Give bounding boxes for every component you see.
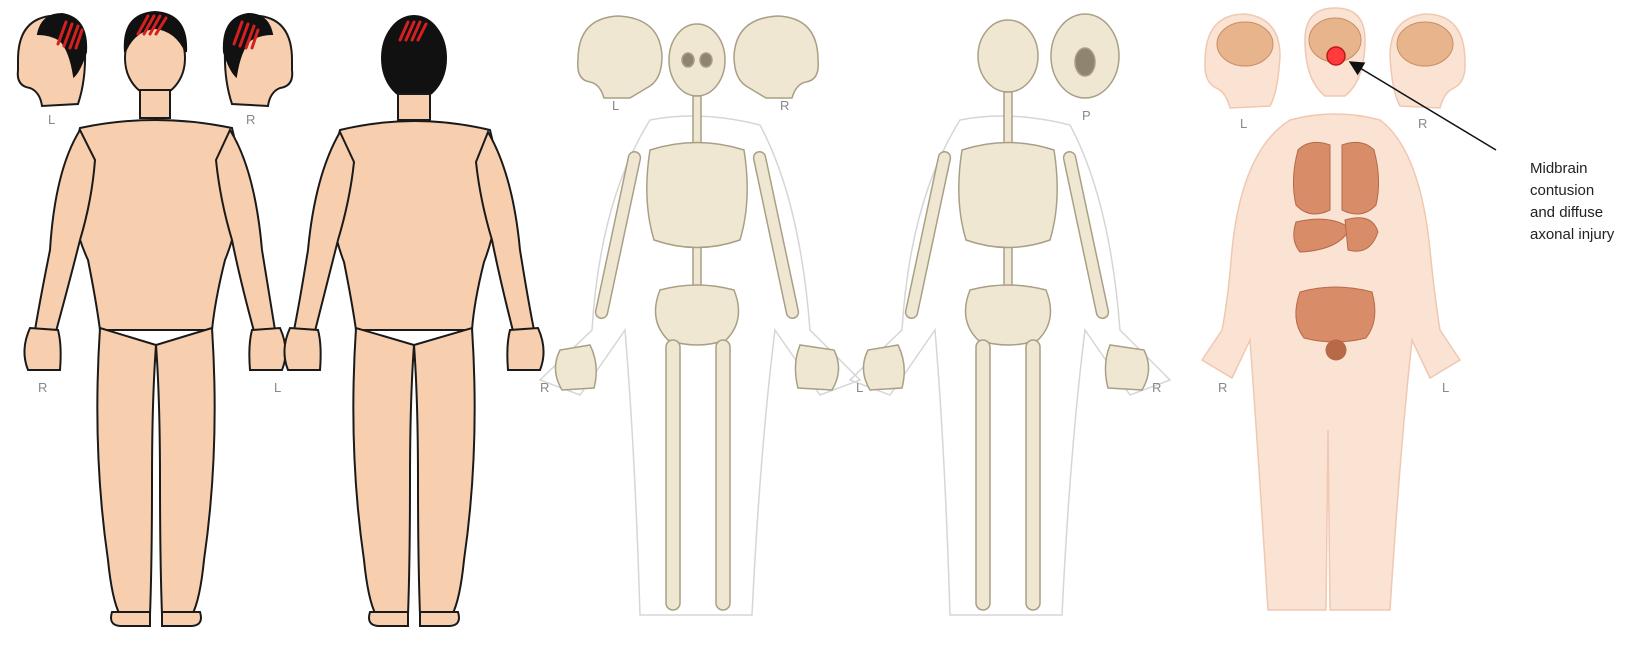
label-head-left-p5: L — [1240, 116, 1247, 131]
label-hand-right-p2: R — [540, 380, 549, 395]
label-skull-left-p3: L — [612, 98, 619, 113]
skeleton-front — [540, 16, 860, 615]
torso-back — [331, 121, 498, 330]
head-profile-right — [224, 14, 292, 106]
leg-right-front — [97, 328, 156, 615]
ribcage-front — [647, 143, 747, 248]
label-head-right-p5: R — [1418, 116, 1427, 131]
hand-right-front — [24, 328, 60, 370]
external-back-figure — [284, 16, 543, 626]
skull-back — [978, 20, 1038, 92]
label-head-right-p1: R — [246, 112, 255, 127]
label-head-left-p1: L — [48, 112, 55, 127]
label-hand-left-p5: L — [1442, 380, 1449, 395]
label-hand-right-p5: R — [1218, 380, 1227, 395]
pelvis-front — [656, 285, 739, 345]
skull-profile-right — [734, 16, 818, 98]
head-back — [382, 16, 446, 100]
leg-left-front — [156, 328, 215, 615]
label-hand-left-p1: L — [274, 380, 281, 395]
intestines — [1296, 287, 1375, 342]
label-hand-left-p3: L — [856, 380, 863, 395]
body-silhouette-faded — [1202, 114, 1460, 610]
skull-front — [669, 24, 725, 96]
midbrain-injury-spot — [1327, 47, 1345, 65]
bladder — [1326, 340, 1346, 360]
torso-front — [72, 120, 240, 330]
label-skull-right-p3: R — [780, 98, 789, 113]
label-hand-right-p4: R — [1152, 380, 1161, 395]
hand-left-front — [249, 328, 285, 370]
label-hand-right-p1: R — [38, 380, 47, 395]
organs-figure — [1202, 8, 1496, 610]
skull-profile-left — [578, 16, 662, 98]
label-skull-base-p4: P — [1082, 108, 1091, 123]
injury-annotation: Midbrain contusion and diffuse axonal in… — [1530, 158, 1647, 246]
skeleton-back — [850, 14, 1170, 615]
